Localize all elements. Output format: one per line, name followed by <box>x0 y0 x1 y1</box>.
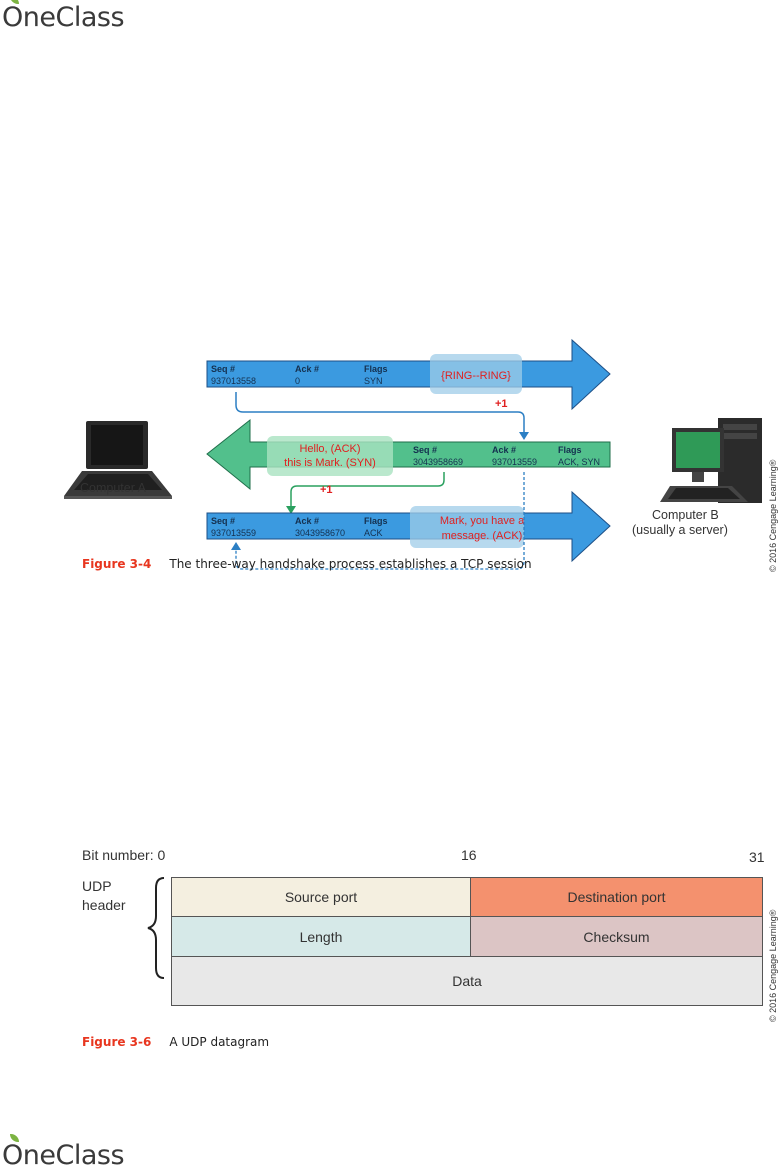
row2-ack-header: Ack # <box>492 445 516 455</box>
dashed-connector <box>235 472 525 570</box>
oneclass-logo-top: OneClass <box>2 0 125 33</box>
oneclass-logo-bottom: OneClass <box>2 1134 125 1171</box>
row2-message-1: Hello, (ACK) <box>299 443 360 455</box>
leaf-icon <box>10 0 19 4</box>
row2-ack-value: 937013559 <box>492 457 537 467</box>
bit-number-label: Bit number: 0 <box>82 847 166 863</box>
row2-flags-value: ACK, SYN <box>558 457 600 467</box>
brace-icon <box>147 877 165 979</box>
bit-16-label: 16 <box>461 847 477 863</box>
copyright-fig36: © 2016 Cengage Learning® <box>768 909 778 1022</box>
row3-flags-value: ACK <box>364 528 383 538</box>
row3-ack-value: 3043958670 <box>295 528 345 538</box>
computer-b-label: Computer B <box>652 508 719 522</box>
connector-arrowhead <box>519 432 529 440</box>
row3-seq-value: 937013559 <box>211 528 256 538</box>
udp-length: Length <box>171 916 471 957</box>
caption-text: The three-way handshake process establis… <box>169 557 532 571</box>
udp-destination-port: Destination port <box>470 877 763 917</box>
caption-text-2: A UDP datagram <box>169 1035 270 1049</box>
row3-message-2: message. (ACK) <box>442 530 523 542</box>
row2-seq-header: Seq # <box>413 445 437 455</box>
row1-seq-header: Seq # <box>211 364 235 374</box>
row2-flags-header: Flags <box>558 445 582 455</box>
laptop-icon <box>64 421 172 499</box>
connector-seq-to-ack <box>235 392 525 434</box>
dashed-arrowhead <box>231 542 241 550</box>
row1-flags-value: SYN <box>364 376 383 386</box>
plus-one-label-b: +1 <box>320 484 333 496</box>
row2-message-2: this is Mark. (SYN) <box>284 457 376 469</box>
computer-b-sublabel: (usually a server) <box>632 523 728 537</box>
figure-3-6-caption: Figure 3-6 A UDP datagram <box>82 1035 269 1049</box>
ack-highlight <box>410 506 524 548</box>
ack-arrow <box>206 490 611 563</box>
udp-checksum: Checksum <box>470 916 763 957</box>
row3-ack-header: Ack # <box>295 516 319 526</box>
connector-arrowhead-2 <box>286 506 296 514</box>
udp-data: Data <box>171 956 763 1006</box>
row1-ack-value: 0 <box>295 376 300 386</box>
leaf-icon-bottom <box>10 1134 19 1142</box>
plus-one-label-a: +1 <box>495 398 508 410</box>
syn-ack-arrow <box>206 418 611 491</box>
caption-number-2: Figure 3-6 <box>82 1035 152 1049</box>
tcp-handshake-diagram: Seq # 937013558 Ack # 0 Flags SYN {RING-… <box>64 338 762 570</box>
figure-3-4-caption: Figure 3-4 The three-way handshake proces… <box>82 557 532 571</box>
row1-flags-header: Flags <box>364 364 388 374</box>
row1-seq-value: 937013558 <box>211 376 256 386</box>
copyright-fig34: © 2016 Cengage Learning® <box>768 459 778 572</box>
syn-arrow <box>206 338 611 411</box>
bit-31-label: 31 <box>749 849 765 865</box>
computer-a-label: Computer A <box>80 481 147 495</box>
row3-seq-header: Seq # <box>211 516 235 526</box>
syn-highlight <box>430 354 522 394</box>
row1-ack-header: Ack # <box>295 364 319 374</box>
caption-number: Figure 3-4 <box>82 557 152 571</box>
desktop-computer-icon <box>660 418 762 503</box>
udp-side-label-2: header <box>82 897 126 913</box>
row1-message: {RING--RING} <box>441 370 511 382</box>
row3-message-1: Mark, you have a <box>440 515 525 527</box>
udp-source-port: Source port <box>171 877 471 917</box>
row3-flags-header: Flags <box>364 516 388 526</box>
connector-seq-to-ack-2 <box>290 472 445 508</box>
udp-side-label-1: UDP <box>82 878 112 894</box>
syn-ack-highlight <box>267 436 393 476</box>
row2-seq-value: 3043958669 <box>413 457 463 467</box>
